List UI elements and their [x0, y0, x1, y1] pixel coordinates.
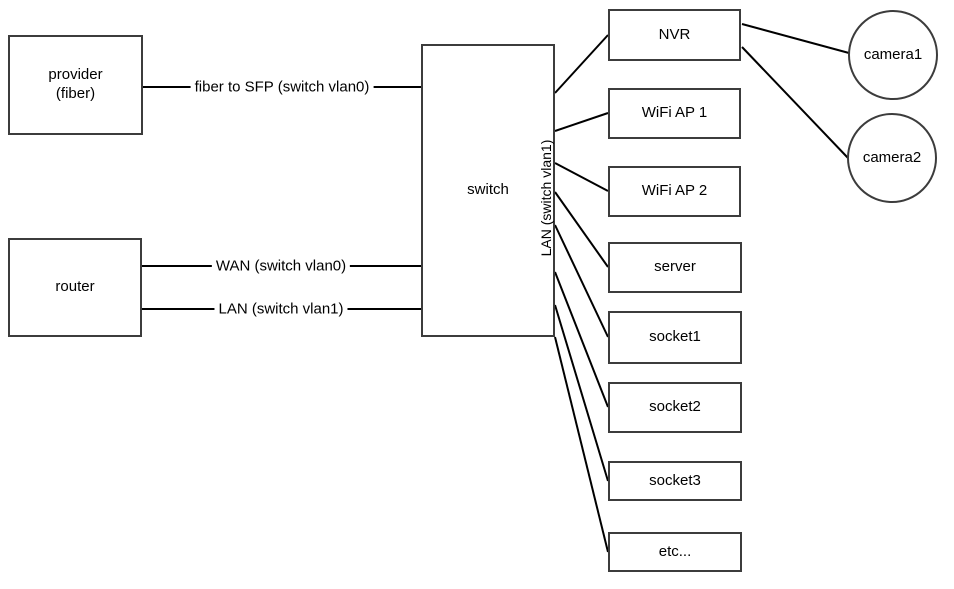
node-socket3-label: socket3: [649, 471, 701, 489]
edge-switch-socket2[interactable]: [554, 271, 609, 408]
node-server[interactable]: server: [608, 242, 742, 293]
node-switch-label: switch: [467, 181, 509, 199]
edge-label-fiber-to-sfp[interactable]: fiber to SFP (switch vlan0): [190, 77, 374, 97]
node-wifi-ap-2[interactable]: WiFi AP 2: [608, 166, 741, 217]
edge-switch-wifi-ap-1[interactable]: [554, 112, 609, 132]
node-socket2[interactable]: socket2: [608, 382, 742, 433]
node-socket1-label: socket1: [649, 328, 701, 346]
edge-switch-etc[interactable]: [554, 336, 609, 553]
edge-label-wan[interactable]: WAN (switch vlan0): [211, 256, 351, 276]
node-camera1[interactable]: camera1: [848, 10, 938, 100]
node-socket2-label: socket2: [649, 398, 701, 416]
node-etc-label: etc...: [658, 542, 692, 560]
edge-label-lan[interactable]: LAN (switch vlan1): [214, 299, 348, 319]
switch-lan-ports-label[interactable]: LAN (switch vlan1): [538, 139, 554, 257]
edge-switch-socket1[interactable]: [554, 224, 609, 338]
node-provider[interactable]: provider (fiber): [8, 35, 143, 135]
node-switch[interactable]: switch: [421, 44, 555, 337]
node-wifi-ap-1-label: WiFi AP 1: [641, 104, 708, 122]
edge-switch-socket3[interactable]: [554, 304, 609, 482]
edge-switch-server[interactable]: [554, 191, 609, 268]
node-camera2-label: camera2: [862, 148, 922, 166]
edge-switch-nvr[interactable]: [554, 34, 609, 94]
edge-switch-wifi-ap-2[interactable]: [554, 162, 609, 192]
edge-nvr-camera1[interactable]: [741, 23, 850, 54]
node-etc[interactable]: etc...: [608, 532, 742, 572]
node-nvr[interactable]: NVR: [608, 9, 741, 61]
node-wifi-ap-1[interactable]: WiFi AP 1: [608, 88, 741, 139]
node-router-label: router: [55, 278, 95, 296]
edge-nvr-camera2[interactable]: [741, 46, 849, 159]
node-socket1[interactable]: socket1: [608, 311, 742, 364]
node-camera1-label: camera1: [863, 45, 923, 63]
node-camera2[interactable]: camera2: [847, 113, 937, 203]
node-wifi-ap-2-label: WiFi AP 2: [641, 182, 708, 200]
node-server-label: server: [654, 258, 696, 276]
node-provider-label: provider (fiber): [48, 66, 103, 102]
node-socket3[interactable]: socket3: [608, 461, 742, 501]
node-router[interactable]: router: [8, 238, 142, 337]
node-nvr-label: NVR: [658, 25, 691, 43]
